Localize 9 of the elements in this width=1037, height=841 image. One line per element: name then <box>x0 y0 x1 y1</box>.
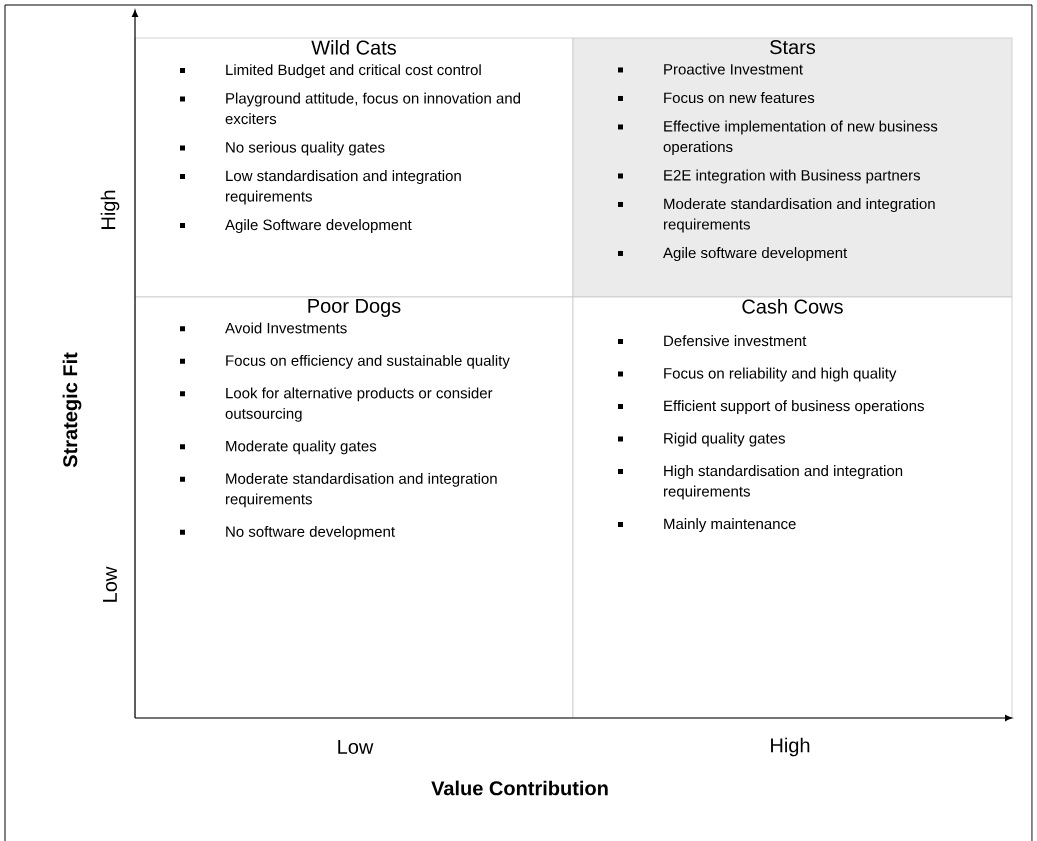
axis-title: Value Contribution <box>431 780 608 796</box>
quadrant-box: Stars Proactive Investment Focus on new features Effective implementation of new business operations E2E integration with Business partners Moderate standardisation and integration requirements Agile software development <box>572 37 1013 298</box>
quadrant-box: Poor Dogs Avoid Investments Focus on efficiency and sustainable quality Look for alternative products or consider outsourcing Moderate quality gates Moderate standardisation and integration requirements No software development <box>134 296 574 719</box>
axis-tick-label: Low <box>338 740 374 754</box>
axis-title: Strategic Fit <box>62 352 82 468</box>
axis-tick-label: High <box>771 737 810 757</box>
axis-tick-label: Low <box>103 566 117 602</box>
quadrant-box: Wild Cats Limited Budget and critical cost control Playground attitude, focus on innovation and exciters No serious quality gates Low standardisation and integration requirements Agile Software development <box>134 37 574 298</box>
quadrant-box: Cash Cows Defensive investment Focus on reliability and high quality Efficient support of business operations Rigid quality gates High standardisation and integration requirements Mainly maintenance <box>572 296 1013 719</box>
